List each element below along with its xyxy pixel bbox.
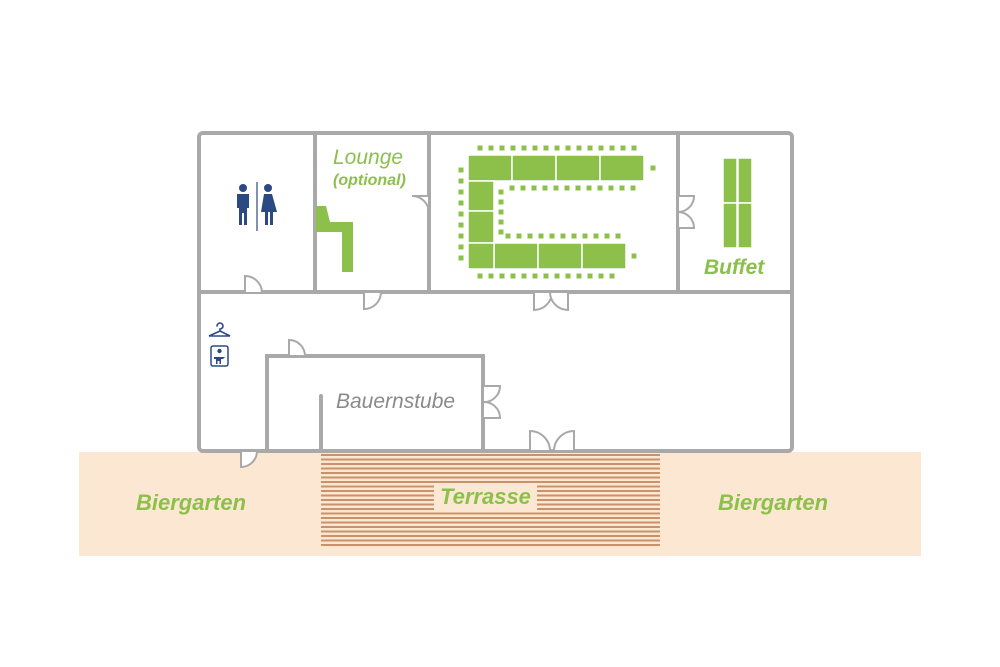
chair: [631, 145, 637, 151]
baby-changing-icon: [210, 345, 229, 367]
chair: [458, 200, 464, 206]
chair: [477, 273, 483, 279]
table-segment: [599, 154, 645, 182]
chair: [458, 222, 464, 228]
chair: [498, 219, 504, 225]
table-segment: [467, 154, 513, 182]
chair: [549, 233, 555, 239]
chair: [576, 145, 582, 151]
biergarten-right-label: Biergarten: [718, 490, 829, 515]
lounge-note-label: (optional): [333, 172, 406, 189]
chair: [608, 185, 614, 191]
chair: [488, 145, 494, 151]
table-segment: [467, 242, 495, 270]
chair: [458, 233, 464, 239]
chair: [498, 209, 504, 215]
chair: [498, 189, 504, 195]
conference-chairs: [458, 145, 656, 279]
chair: [587, 273, 593, 279]
buffet-label: Buffet: [704, 256, 765, 279]
chair: [619, 185, 625, 191]
chair: [543, 273, 549, 279]
chair: [521, 273, 527, 279]
chair: [510, 145, 516, 151]
chair: [630, 185, 636, 191]
chair: [542, 185, 548, 191]
chair: [597, 185, 603, 191]
chair: [576, 273, 582, 279]
chair: [553, 185, 559, 191]
chair: [458, 244, 464, 250]
chair: [609, 145, 615, 151]
chair: [631, 253, 637, 259]
chair: [510, 273, 516, 279]
chair: [458, 255, 464, 261]
chair: [587, 145, 593, 151]
chair: [532, 145, 538, 151]
table-segment: [467, 180, 495, 212]
chair: [620, 145, 626, 151]
table-segment: [511, 154, 557, 182]
chair: [488, 273, 494, 279]
chair: [509, 185, 515, 191]
chair: [521, 145, 527, 151]
chair: [458, 189, 464, 195]
chair: [543, 145, 549, 151]
chair: [498, 199, 504, 205]
bauernstube-label: Bauernstube: [336, 390, 456, 413]
chair: [650, 165, 656, 171]
chair: [565, 145, 571, 151]
lounge-label: Lounge: [333, 146, 404, 169]
chair: [598, 145, 604, 151]
coat-hanger-icon: [208, 322, 231, 337]
chair: [458, 211, 464, 217]
chair: [458, 178, 464, 184]
chair: [538, 233, 544, 239]
chair: [615, 233, 621, 239]
chair: [586, 185, 592, 191]
chair: [532, 273, 538, 279]
table-segment: [493, 242, 539, 270]
table-segment: [537, 242, 583, 270]
chair: [498, 229, 504, 235]
table-segment: [555, 154, 601, 182]
chair: [582, 233, 588, 239]
chair: [598, 273, 604, 279]
chair: [564, 185, 570, 191]
chair: [499, 145, 505, 151]
chair: [571, 233, 577, 239]
table-segment: [467, 210, 495, 244]
chair: [560, 233, 566, 239]
chair: [458, 167, 464, 173]
chair: [593, 233, 599, 239]
chair: [575, 185, 581, 191]
chair: [554, 273, 560, 279]
chair: [531, 185, 537, 191]
chair: [477, 145, 483, 151]
chair: [604, 233, 610, 239]
chair: [516, 233, 522, 239]
terrasse-label: Terrasse: [434, 484, 537, 510]
chair: [499, 273, 505, 279]
biergarten-left-label: Biergarten: [136, 490, 247, 515]
doors: [240, 195, 696, 469]
chair: [520, 185, 526, 191]
buffet-tables: [722, 157, 753, 249]
chair: [609, 273, 615, 279]
chair: [565, 273, 571, 279]
chair: [505, 233, 511, 239]
table-segment: [581, 242, 627, 270]
restroom-icon: [237, 182, 277, 231]
conference-tables: [467, 154, 645, 270]
lounge-sofa: [316, 206, 353, 272]
chair: [554, 145, 560, 151]
chair: [527, 233, 533, 239]
